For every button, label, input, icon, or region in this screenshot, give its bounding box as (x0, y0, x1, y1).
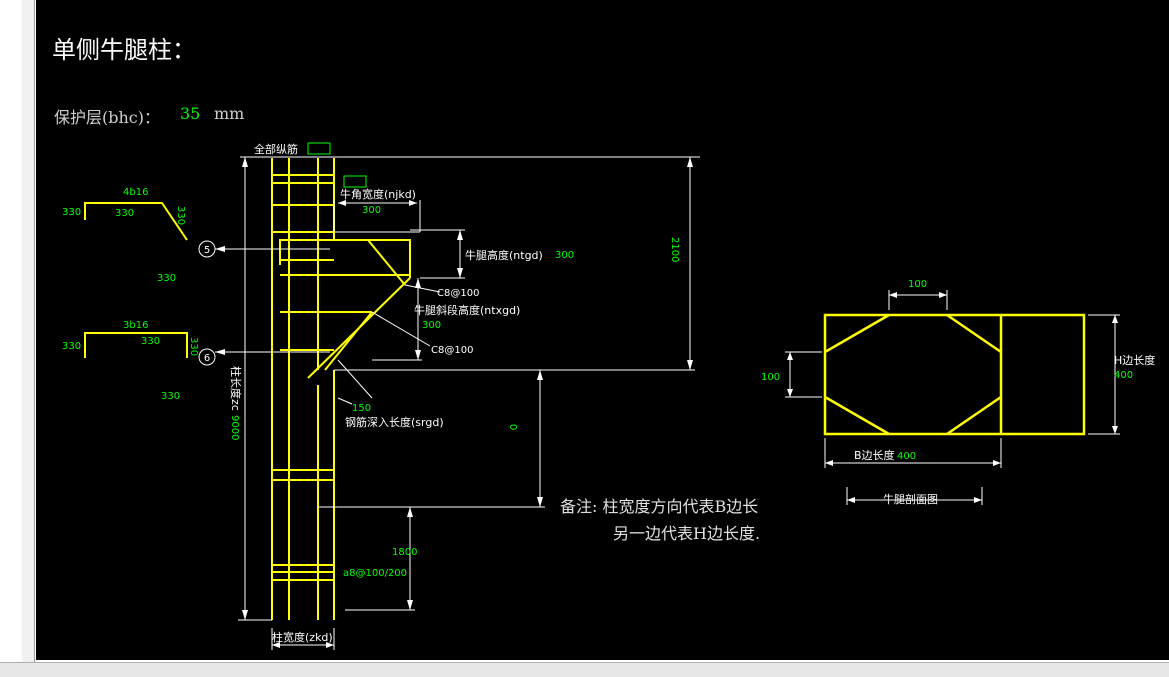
section-h-label: H边长度 (1114, 353, 1155, 367)
dim-0: 0 (507, 424, 518, 430)
bar5-mid: 330 (115, 208, 134, 219)
section-b-value: 400 (897, 451, 916, 462)
stirrup-bottom-label: a8@100/200 (343, 568, 407, 579)
stirrup-top-label: C8@100 (437, 288, 479, 299)
column-length-value: 9000 (229, 415, 240, 440)
arrowheads (215, 157, 693, 648)
section-title: 牛腿剖面图 (883, 492, 938, 506)
cover-unit: mm (214, 104, 245, 123)
cover-label: 保护层(bhc)： (54, 108, 160, 127)
all-long-bars-label: 全部纵筋 (254, 142, 298, 156)
dim-2100: 2100 (669, 237, 680, 262)
page-title: 单侧牛腿柱： (52, 36, 196, 64)
section-dimensions (785, 290, 1120, 505)
corbel-rebars (279, 239, 411, 379)
section-h-value: 400 (1114, 370, 1133, 381)
corbel-height-label: 牛腿高度(ntgd) (465, 248, 543, 262)
section-arrowheads (787, 292, 1118, 503)
corner-input-box (343, 175, 367, 188)
dim-1800: 1800 (392, 547, 417, 558)
window-left-border (22, 0, 35, 662)
corner-width-label: 牛角宽度(njkd) (340, 187, 416, 201)
bar6-title: 3b16 (123, 320, 148, 331)
bar5-below: 330 (157, 273, 176, 284)
bar6-shape (84, 332, 188, 358)
bar5-right: 330 (175, 206, 186, 225)
slope-height-label: 牛腿斜段高度(ntxgd) (414, 303, 520, 317)
column-width-label: 柱宽度(zkd) (272, 630, 333, 644)
stirrup-mid-label: C8@100 (431, 345, 473, 356)
drawing-canvas (36, 0, 1169, 660)
section-top-dim: 100 (908, 279, 927, 290)
anchor-length-label: 钢筋深入长度(srgd) (345, 415, 444, 429)
marker-6-label: 6 (204, 353, 210, 364)
bar6-below: 330 (161, 391, 180, 402)
anchor-value: 150 (352, 403, 371, 414)
note-line-2: 另一边代表H边长度. (613, 524, 760, 543)
all-bars-input-box (307, 142, 331, 155)
section-b-label: B边长度 (854, 448, 895, 462)
bar6-right: 330 (188, 337, 199, 356)
cover-value[interactable]: 35 (180, 104, 201, 123)
column-length-label: 柱长度zc (229, 366, 243, 411)
section-drawing (823, 313, 1086, 436)
bar6-mid: 330 (141, 336, 160, 347)
section-left-dim: 100 (761, 372, 780, 383)
marker-5-label: 5 (204, 245, 210, 256)
bar5-title: 4b16 (123, 187, 148, 198)
horizontal-scrollbar[interactable] (0, 662, 1169, 677)
note-line-1: 备注: 柱宽度方向代表B边长 (560, 497, 758, 516)
marker-6 (198, 348, 216, 366)
column-rebars (271, 158, 335, 620)
slope-height-value: 300 (422, 320, 441, 331)
corner-width-value: 300 (362, 205, 381, 216)
dimension-lines (215, 156, 700, 650)
marker-5 (198, 240, 216, 258)
corbel-height-value: 300 (555, 250, 574, 261)
bar5-shape (84, 202, 188, 241)
bar6-left: 330 (62, 341, 81, 352)
bar5-left: 330 (62, 207, 81, 218)
